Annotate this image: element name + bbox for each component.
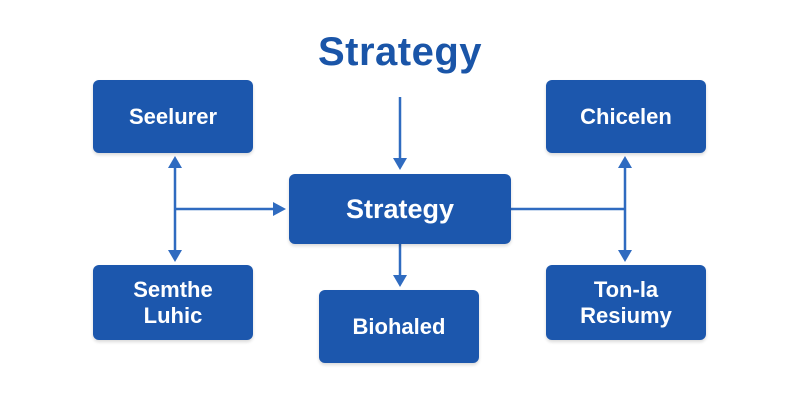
node-semthe-luhic: Semthe Luhic	[93, 265, 253, 340]
node-label-group: Semthe Luhic	[133, 277, 212, 328]
node-label-line2: Resiumy	[580, 302, 672, 328]
node-label-group: Ton-la Resiumy	[580, 277, 672, 328]
node-label-line1: Semthe	[133, 277, 213, 303]
node-tonla-resiumy: Ton-la Resiumy	[546, 265, 706, 340]
arrowhead-up	[168, 156, 182, 168]
node-label-line2: Luhic	[143, 302, 203, 328]
node-label: Chicelen	[580, 103, 672, 129]
arrowhead-down	[168, 250, 182, 262]
node-chicelen: Chicelen	[546, 80, 706, 153]
node-biohaled: Biohaled	[319, 290, 479, 363]
node-label-line1: Ton-la	[593, 277, 659, 303]
node-strategy-center: Strategy	[289, 174, 511, 244]
arrowhead-down	[393, 158, 407, 170]
node-label: Seelurer	[128, 103, 218, 129]
arrowhead-down	[618, 250, 632, 262]
arrowhead-down	[393, 275, 407, 287]
node-seelurer: Seelurer	[93, 80, 253, 153]
arrowhead-up	[618, 156, 632, 168]
node-label: Strategy	[345, 193, 455, 224]
diagram-title: Strategy	[317, 30, 483, 74]
arrowhead-right	[273, 202, 286, 216]
node-label: Biohaled	[352, 313, 446, 339]
